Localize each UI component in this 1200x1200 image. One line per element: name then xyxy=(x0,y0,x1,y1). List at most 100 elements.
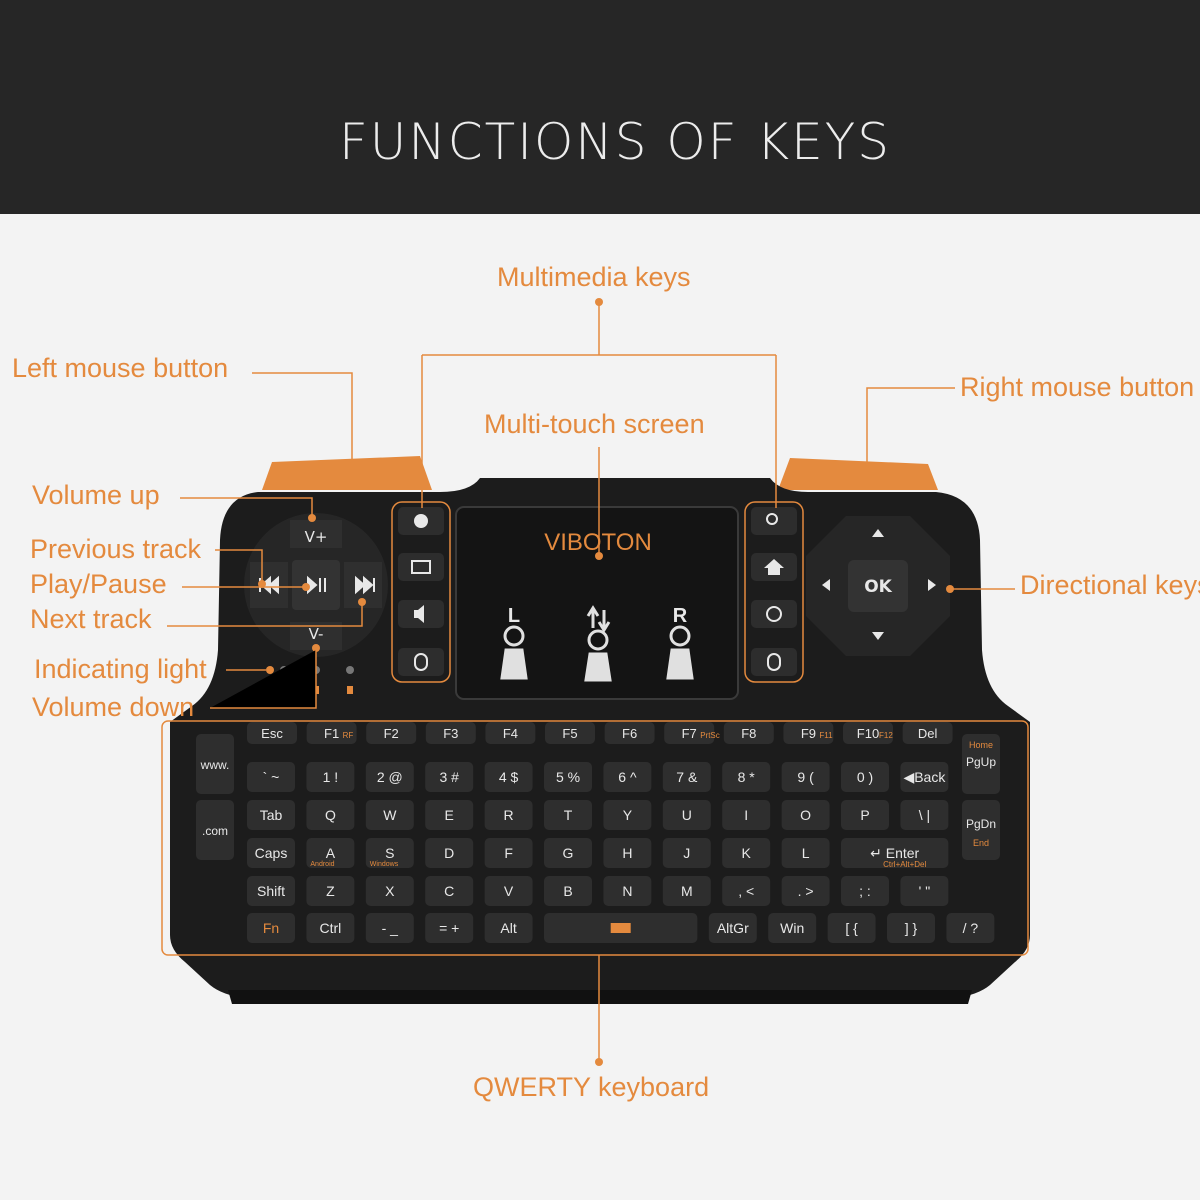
fn-key-sub-label: PrtSc xyxy=(700,731,720,740)
key-6[interactable] xyxy=(603,762,652,792)
key-symbol[interactable] xyxy=(887,913,935,943)
key-0[interactable] xyxy=(841,762,889,792)
com-key[interactable] xyxy=(196,800,234,860)
key-shift[interactable] xyxy=(247,876,295,906)
label-volume-down: Volume down xyxy=(32,692,194,722)
key-1[interactable] xyxy=(306,762,355,792)
media-key-mouse-right[interactable] xyxy=(751,648,797,676)
key-tab[interactable] xyxy=(247,800,295,830)
key-altgr[interactable] xyxy=(708,913,757,943)
fn-key-f6[interactable] xyxy=(604,722,655,744)
key-q[interactable] xyxy=(306,800,355,830)
fn-key-del[interactable] xyxy=(902,722,953,744)
pgdn-key[interactable] xyxy=(962,800,1000,860)
key-i[interactable] xyxy=(722,800,771,830)
key-x[interactable] xyxy=(365,876,414,906)
key-symbol-label: \ | xyxy=(919,807,930,823)
key-g[interactable] xyxy=(544,838,592,868)
key-symbol[interactable] xyxy=(722,876,771,906)
key-p[interactable] xyxy=(841,800,889,830)
key-j[interactable] xyxy=(662,838,711,868)
key-9[interactable] xyxy=(781,762,830,792)
key-caps[interactable] xyxy=(247,838,295,868)
key-alt[interactable] xyxy=(484,913,533,943)
key-symbol-label: - _ xyxy=(382,920,399,936)
key-u-label: U xyxy=(682,807,692,823)
key-r[interactable] xyxy=(484,800,533,830)
key-n[interactable] xyxy=(603,876,652,906)
key-symbol[interactable] xyxy=(365,913,414,943)
right-mouse-button-shape[interactable] xyxy=(778,458,938,490)
key-y[interactable] xyxy=(603,800,652,830)
fn-key-sub-label: RF xyxy=(343,731,354,740)
volume-down-key[interactable] xyxy=(290,622,342,650)
key-o[interactable] xyxy=(781,800,830,830)
key-symbol[interactable] xyxy=(425,913,474,943)
volume-up-key[interactable] xyxy=(290,520,342,548)
key-symbol[interactable] xyxy=(247,762,295,792)
ok-key[interactable] xyxy=(848,560,908,612)
key-enter[interactable] xyxy=(841,838,949,868)
www-key[interactable] xyxy=(196,734,234,794)
key-t[interactable] xyxy=(544,800,592,830)
key-s[interactable] xyxy=(365,838,414,868)
fn-key-f9[interactable] xyxy=(783,722,834,744)
key-fn[interactable] xyxy=(247,913,295,943)
key-symbol[interactable] xyxy=(781,876,830,906)
key-ctrl[interactable] xyxy=(306,913,355,943)
fn-key-f4[interactable] xyxy=(485,722,536,744)
key-b[interactable] xyxy=(544,876,592,906)
key-c[interactable] xyxy=(425,876,474,906)
touchpad[interactable] xyxy=(455,506,739,700)
label-indicating-light: Indicating light xyxy=(34,654,207,684)
media-key-mouse[interactable] xyxy=(398,648,444,676)
key-l[interactable] xyxy=(781,838,830,868)
key-symbol[interactable] xyxy=(900,800,949,830)
key-h[interactable] xyxy=(603,838,652,868)
key-win[interactable] xyxy=(768,913,817,943)
media-key-mail[interactable] xyxy=(398,553,444,581)
key-m[interactable] xyxy=(662,876,711,906)
key-symbol[interactable] xyxy=(900,876,949,906)
arrow-left-icon[interactable] xyxy=(822,579,830,591)
fn-key-f7[interactable] xyxy=(664,722,715,744)
key-z[interactable] xyxy=(306,876,355,906)
key-8[interactable] xyxy=(722,762,771,792)
key-f[interactable] xyxy=(484,838,533,868)
key-7[interactable] xyxy=(662,762,711,792)
pgup-key[interactable] xyxy=(962,734,1000,794)
left-mouse-button-shape[interactable] xyxy=(262,456,432,490)
arrow-right-icon[interactable] xyxy=(928,579,936,591)
key-3[interactable] xyxy=(425,762,474,792)
fn-key-f5[interactable] xyxy=(545,722,595,744)
fn-key-f6-label: F6 xyxy=(622,726,637,741)
key-k[interactable] xyxy=(722,838,771,868)
key-back[interactable] xyxy=(900,762,949,792)
fn-key-esc[interactable] xyxy=(247,722,297,744)
key-a[interactable] xyxy=(306,838,355,868)
key-symbol[interactable] xyxy=(841,876,889,906)
key-d[interactable] xyxy=(425,838,474,868)
key-v[interactable] xyxy=(484,876,533,906)
key-u[interactable] xyxy=(662,800,711,830)
key-4[interactable] xyxy=(484,762,533,792)
key-symbol[interactable] xyxy=(946,913,995,943)
key-2-label: 2 @ xyxy=(377,769,403,785)
fn-key-f1[interactable] xyxy=(306,722,357,744)
fn-key-f4-label: F4 xyxy=(503,726,518,741)
media-key-browser[interactable] xyxy=(751,600,797,628)
arrow-down-icon[interactable] xyxy=(872,632,884,640)
key-w[interactable] xyxy=(365,800,414,830)
fn-key-f8[interactable] xyxy=(723,722,774,744)
key-5[interactable] xyxy=(544,762,592,792)
key-2[interactable] xyxy=(365,762,414,792)
key-symbol[interactable] xyxy=(827,913,876,943)
mouse-icon xyxy=(414,653,428,671)
fn-key-f2[interactable] xyxy=(366,722,417,744)
multimedia-right-column xyxy=(751,507,797,676)
fn-key-f3[interactable] xyxy=(425,722,476,744)
fn-key-f10[interactable] xyxy=(843,722,893,744)
arrow-up-icon[interactable] xyxy=(872,529,884,537)
key-e[interactable] xyxy=(425,800,474,830)
media-key-search[interactable] xyxy=(751,507,797,535)
